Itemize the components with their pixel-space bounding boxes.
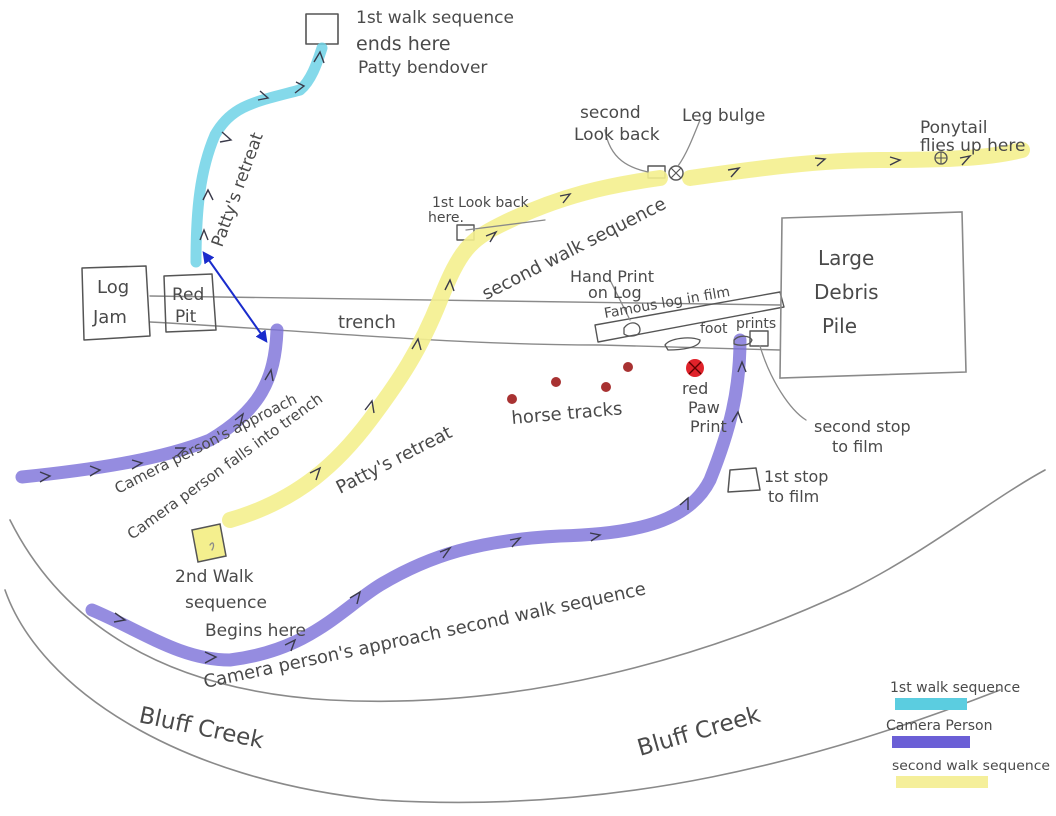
first-end-square bbox=[305, 13, 339, 45]
red-pit-label-2: Pit bbox=[175, 307, 197, 327]
legend-swatch-camera bbox=[892, 736, 970, 748]
legend-label-camera: Camera Person bbox=[886, 718, 992, 734]
second-begins-label-1: 2nd Walk bbox=[175, 567, 254, 587]
first-stop-square bbox=[727, 467, 761, 493]
creek-bank-upper bbox=[9, 469, 1046, 703]
second-lookback-label-2: Look back bbox=[574, 125, 660, 145]
large-debris-label-1: Large bbox=[818, 246, 874, 270]
red-paw-marker bbox=[686, 359, 704, 377]
horse-track-dots bbox=[507, 362, 633, 404]
legend-swatch-first bbox=[895, 698, 967, 710]
red-paw-label-1: red bbox=[682, 379, 708, 398]
second-walk-start-square bbox=[191, 523, 227, 563]
second-walk-path bbox=[222, 142, 1030, 528]
walk-paths bbox=[15, 42, 1030, 667]
hand-print-label-2: on Log bbox=[588, 283, 642, 302]
hand-print-icon bbox=[623, 322, 641, 337]
ponytail-label-2: flies up here bbox=[920, 136, 1025, 156]
second-begins-label-2: sequence bbox=[185, 593, 267, 613]
path-direction-arrows bbox=[39, 50, 972, 664]
red-paw-label-2: Paw bbox=[688, 398, 720, 417]
leg-bulge-marker bbox=[668, 165, 684, 181]
log-jam-label-2: Jam bbox=[92, 307, 127, 328]
first-walk-path bbox=[190, 42, 328, 268]
camera-path-second bbox=[85, 333, 747, 667]
large-debris-pile-box bbox=[779, 211, 967, 379]
famous-log bbox=[594, 291, 785, 343]
pattys-retreat-top-label: Patty's retreat bbox=[208, 130, 268, 250]
ponytail-marker bbox=[934, 151, 948, 165]
creek-bank-lower bbox=[4, 589, 1001, 804]
large-debris-label-3: Pile bbox=[822, 314, 857, 338]
ponytail-label-1: Ponytail bbox=[920, 118, 987, 138]
first-lookback-label-1: 1st Look back bbox=[432, 195, 530, 211]
hand-print-label-1: Hand Print bbox=[570, 267, 654, 286]
second-stop-label-1: second stop bbox=[814, 417, 911, 436]
legend: 1st walk sequence Camera Person second w… bbox=[886, 680, 1050, 788]
first-end-label-3: Patty bendover bbox=[358, 58, 487, 78]
log-jam-box bbox=[81, 265, 151, 341]
second-stop-label-2: to film bbox=[832, 437, 883, 456]
first-end-label-2: ends here bbox=[356, 33, 451, 55]
first-stop-label-2: to film bbox=[768, 487, 819, 506]
foot-print-icon-1 bbox=[664, 337, 701, 351]
trench-label: trench bbox=[338, 312, 396, 333]
leg-bulge-label: Leg bulge bbox=[682, 106, 765, 126]
foot-print-icon-2 bbox=[733, 335, 753, 346]
first-end-label-1: 1st walk sequence bbox=[356, 8, 514, 28]
legend-label-second: second walk sequence bbox=[892, 759, 1050, 774]
foot-prints-label-1: foot bbox=[700, 321, 728, 337]
horse-tracks-label: horse tracks bbox=[511, 398, 624, 429]
legend-label-first: 1st walk sequence bbox=[890, 680, 1020, 696]
bluff-creek-right-label: Bluff Creek bbox=[634, 702, 763, 762]
red-paw-label-3: Print bbox=[690, 417, 727, 436]
first-lookback-label-2: here. bbox=[428, 210, 464, 226]
legend-swatch-second bbox=[896, 776, 988, 788]
log-jam-label-1: Log bbox=[97, 277, 129, 298]
first-stop-label-1: 1st stop bbox=[764, 467, 828, 486]
second-stop-square bbox=[749, 330, 769, 347]
pointer-lines bbox=[209, 119, 807, 551]
large-debris-label-2: Debris bbox=[814, 280, 879, 304]
red-pit-label-1: Red bbox=[172, 285, 204, 305]
red-pit-to-trench-arrow bbox=[202, 251, 268, 343]
second-lookback-label-1: second bbox=[580, 103, 641, 123]
camera-path-first bbox=[15, 323, 284, 484]
bluff-creek-left-label: Bluff Creek bbox=[137, 702, 267, 754]
foot-prints-label-2: prints bbox=[736, 316, 776, 332]
second-begins-label-3: Begins here bbox=[205, 621, 306, 641]
